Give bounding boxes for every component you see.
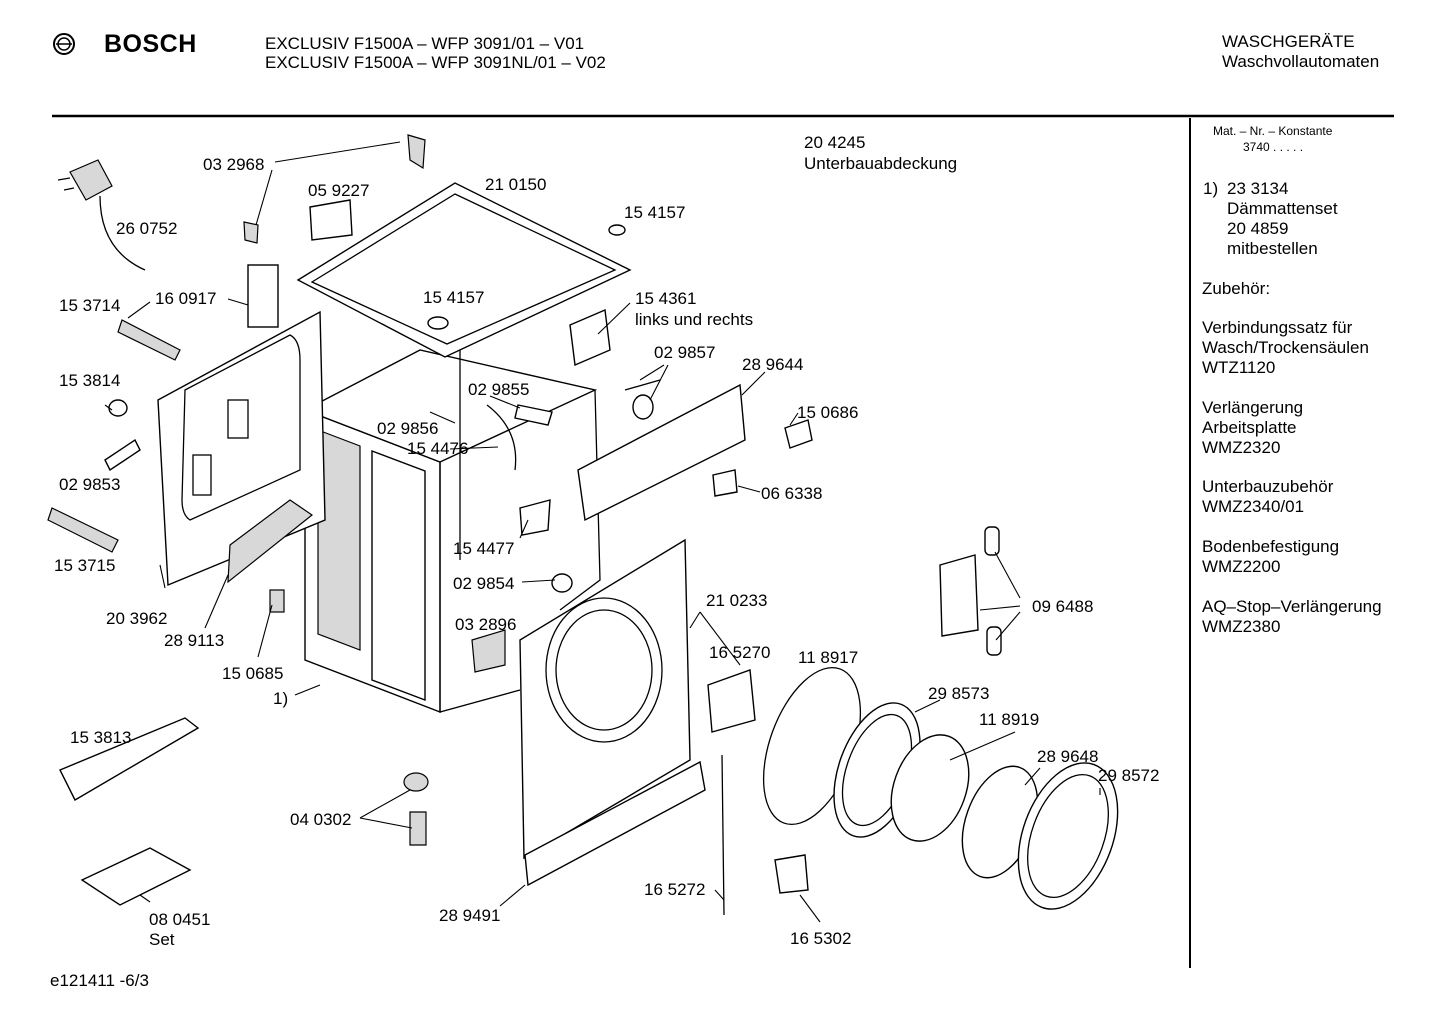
- part-label: 28 9491: [439, 906, 501, 925]
- part-label: 15 0685: [222, 664, 284, 683]
- part-label: 02 9853: [59, 475, 121, 494]
- part-label: 02 9855: [468, 380, 530, 399]
- part-label: 02 9854: [453, 574, 515, 593]
- zubehoer-heading: Zubehör:: [1202, 279, 1271, 298]
- accessory-line: Arbeitsplatte: [1202, 418, 1297, 437]
- bosch-logo-icon: [53, 33, 75, 55]
- part-label: 06 6338: [761, 484, 823, 503]
- part-label: 21 0233: [706, 591, 768, 610]
- part-label: 11 8917: [798, 648, 859, 667]
- part-label: 20 3962: [106, 609, 168, 628]
- accessory-line: Bodenbefestigung: [1202, 537, 1340, 556]
- note-1-number: 1): [1203, 179, 1219, 198]
- part-label: 28 9648: [1037, 747, 1099, 766]
- part-label: 11 8919: [979, 710, 1040, 729]
- housing-cabinet: [303, 349, 601, 714]
- part-label: 15 4361: [635, 289, 697, 308]
- accessory-line: WMZ2340/01: [1202, 497, 1305, 516]
- small-parts: [47, 134, 1002, 916]
- part-label: 15 3714: [59, 296, 121, 315]
- konstante-value: 3740 . . . . .: [1243, 140, 1304, 154]
- part-label: 15 0686: [797, 403, 859, 422]
- accessory-line: WMZ2200: [1202, 557, 1281, 576]
- part-label: 26 0752: [116, 219, 178, 238]
- part-label: 09 6488: [1032, 597, 1094, 616]
- part-label: 15 4157: [423, 288, 485, 307]
- note-1-line: Dämmattenset: [1227, 199, 1338, 218]
- accessory-line: WMZ2320: [1202, 438, 1281, 457]
- note-1-line: mitbestellen: [1227, 239, 1318, 258]
- part-label: 15 4477: [453, 539, 515, 558]
- part-label: 15 3813: [70, 728, 132, 747]
- part-label: 15 3715: [54, 556, 116, 575]
- note-1-line: 23 3134: [1227, 179, 1289, 198]
- accessory-line: Verlängerung: [1202, 398, 1304, 417]
- part-label: 1): [273, 689, 289, 708]
- kickplate: [524, 760, 706, 887]
- part-label: 29 8572: [1098, 766, 1160, 785]
- part-label: 02 9856: [377, 419, 439, 438]
- part-label: 05 9227: [308, 181, 370, 200]
- category-1: WASCHGERÄTE: [1222, 32, 1355, 51]
- brand-name: BOSCH: [104, 30, 197, 58]
- part-label: 16 5302: [790, 929, 852, 948]
- part-label: Unterbauabdeckung: [804, 154, 958, 173]
- control-bracket: [577, 383, 746, 522]
- part-label: 03 2968: [203, 155, 265, 174]
- accessory-line: Unterbauzubehör: [1202, 477, 1334, 496]
- part-label: 20 4245: [804, 133, 866, 152]
- part-label: 02 9857: [654, 343, 716, 362]
- accessory-line: WTZ1120: [1202, 358, 1276, 377]
- model-line-1: EXCLUSIV F1500A – WFP 3091/01 – V01: [265, 34, 585, 53]
- part-label: 08 0451: [149, 910, 211, 929]
- part-label: 15 3814: [59, 371, 121, 390]
- part-label: 28 9113: [164, 631, 225, 650]
- accessory-line: Verbindungssatz für: [1202, 318, 1353, 337]
- part-label: 29 8573: [928, 684, 990, 703]
- part-label: 16 5272: [644, 880, 706, 899]
- part-label: 15 4476: [407, 439, 469, 458]
- part-label: 21 0150: [485, 175, 547, 194]
- part-label: 15 4157: [624, 203, 686, 222]
- part-label: 16 0917: [155, 289, 217, 308]
- accessory-line: Wasch/Trockensäulen: [1202, 338, 1369, 357]
- accessory-line: AQ–Stop–Verlängerung: [1202, 597, 1382, 616]
- part-label: 16 5270: [709, 643, 771, 662]
- accessory-line: WMZ2380: [1202, 617, 1281, 636]
- part-label: links und rechts: [635, 310, 754, 329]
- model-line-2: EXCLUSIV F1500A – WFP 3091NL/01 – V02: [265, 53, 606, 72]
- door-ring-outer: [1017, 762, 1119, 910]
- power-plug-icon: [57, 159, 146, 271]
- part-label: 04 0302: [290, 810, 352, 829]
- mat-nr-label: Mat. – Nr. – Konstante: [1213, 124, 1333, 138]
- part-label: 03 2896: [455, 615, 517, 634]
- leader-lines: [104, 141, 1101, 923]
- part-label: Set: [149, 930, 175, 949]
- drawing-code: e121411 -6/3: [50, 971, 149, 990]
- category-2: Waschvollautomaten: [1222, 52, 1380, 71]
- note-1-line: 20 4859: [1227, 219, 1289, 238]
- part-label: 28 9644: [742, 355, 804, 374]
